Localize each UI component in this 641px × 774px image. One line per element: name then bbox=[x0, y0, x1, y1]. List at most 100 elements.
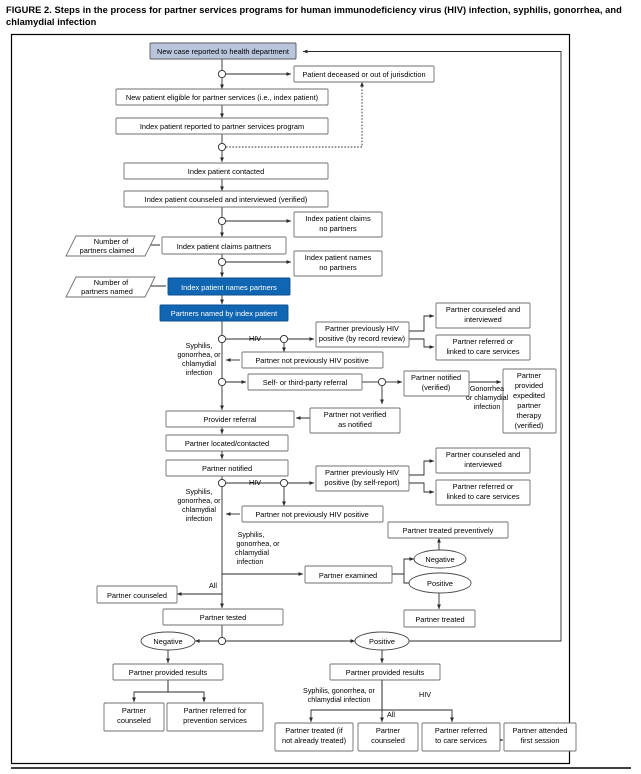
box-partner-counseled-interviewed-1[interactable] bbox=[435, 302, 531, 329]
box-partner-treated-label: Partner treated bbox=[415, 615, 464, 624]
box-partner-referred-care-pos[interactable] bbox=[421, 722, 501, 752]
box-partner-not-prev-hiv-2[interactable] bbox=[241, 505, 384, 523]
box-partner-provided-results-pos[interactable] bbox=[329, 663, 441, 681]
box-partner-counseled-interviewed-2[interactable] bbox=[435, 447, 531, 474]
box-partner-referred-prevention-line1: Partner referred for bbox=[184, 706, 247, 715]
connectors bbox=[131, 49, 562, 742]
edge-label-hiv-2: HIV bbox=[249, 478, 261, 487]
box-provider-referral[interactable] bbox=[165, 410, 295, 428]
box-index-claims-no-partners[interactable] bbox=[293, 211, 383, 238]
ellipse-test-negative-label: Negative bbox=[153, 637, 182, 646]
ellipse-test-positive-label: Positive bbox=[369, 637, 395, 646]
box-partner-provided-results-neg[interactable] bbox=[112, 663, 224, 681]
box-partner-not-prev-hiv-1[interactable] bbox=[241, 351, 384, 369]
box-partner-not-verified-notified-line2: as notified bbox=[338, 420, 372, 429]
box-partner-referred-prevention[interactable] bbox=[166, 702, 264, 732]
edge-label-sgc-1-line2: gonorrhea, or bbox=[177, 350, 221, 359]
box-partner-not-verified-notified-line1: Partner not verified bbox=[324, 410, 386, 419]
parallelogram-number-partners-claimed-line2: partners claimed bbox=[80, 246, 135, 255]
edge-label-sgc-2-line2: gonorrhea, or bbox=[177, 496, 221, 505]
box-self-third-party-referral-label: Self- or third-party referral bbox=[263, 378, 348, 387]
box-self-third-party-referral[interactable] bbox=[247, 373, 363, 391]
box-partner-prev-hiv-record-review[interactable] bbox=[315, 321, 410, 348]
box-new-case-reported-label: New case reported to health department bbox=[157, 47, 289, 56]
box-partner-referred-care-2-line2: linked to care services bbox=[446, 492, 519, 501]
edge-label-gc-line1: Gonorrhea bbox=[470, 384, 504, 393]
box-partner-prev-hiv-self-report[interactable] bbox=[315, 465, 410, 492]
edge-label-sgc-4-line2: chlamydial infection bbox=[308, 695, 371, 704]
box-partner-treated-preventively[interactable] bbox=[387, 521, 509, 539]
box-expedited-partner-therapy-line5: therapy bbox=[517, 411, 542, 420]
box-index-counseled-interviewed-label: Index patient counseled and interviewed … bbox=[145, 195, 308, 204]
parallelogram-number-partners-claimed[interactable] bbox=[65, 235, 156, 257]
box-partner-counseled-all[interactable] bbox=[96, 585, 178, 604]
box-partner-referred-care-pos-line2: to care services bbox=[435, 736, 487, 745]
box-partner-located-contacted-label: Partner located/contacted bbox=[185, 439, 269, 448]
ellipse-test-negative[interactable] bbox=[140, 631, 196, 651]
box-expedited-partner-therapy-line2: provided bbox=[515, 381, 543, 390]
box-partner-notified[interactable] bbox=[165, 459, 289, 477]
box-new-patient-eligible-label: New patient eligible for partner service… bbox=[126, 93, 318, 102]
box-partner-counseled-pos[interactable] bbox=[357, 722, 419, 752]
ellipse-exam-negative[interactable] bbox=[413, 549, 467, 569]
box-partner-referred-care-2[interactable] bbox=[435, 479, 531, 506]
box-patient-deceased[interactable] bbox=[293, 65, 435, 83]
box-new-patient-eligible[interactable] bbox=[115, 88, 329, 106]
box-partner-treated[interactable] bbox=[403, 609, 476, 628]
edge-label-sgc-2-line1: Syphilis, bbox=[186, 487, 213, 496]
parallelogram-number-partners-named-line2: partners named bbox=[81, 287, 133, 296]
box-partner-prev-hiv-record-review-line2: positive (by record review) bbox=[319, 334, 405, 343]
box-partner-prev-hiv-self-report-line1: Partner previously HIV bbox=[325, 468, 399, 477]
box-partners-named-by-index[interactable] bbox=[159, 304, 289, 322]
box-partner-notified-label: Partner notified bbox=[202, 464, 252, 473]
box-index-names-partners-label: Index patient names partners bbox=[181, 283, 277, 292]
box-expedited-partner-therapy-line6: (verified) bbox=[515, 421, 544, 430]
box-index-names-partners[interactable] bbox=[167, 277, 291, 296]
box-partner-notified-verified[interactable] bbox=[403, 370, 470, 397]
box-index-claims-partners[interactable] bbox=[161, 236, 287, 255]
box-partner-referred-care-1-line1: Partner referred or bbox=[453, 337, 514, 346]
box-index-names-no-partners-line1: Index patient names bbox=[305, 253, 372, 262]
box-partner-not-verified-notified[interactable] bbox=[309, 407, 401, 434]
edge-label-sgc-2-line4: infection bbox=[186, 514, 213, 523]
box-partner-treated-if-not-already-line2: not already treated) bbox=[282, 736, 346, 745]
box-partner-located-contacted[interactable] bbox=[165, 434, 289, 452]
ellipse-exam-negative-label: Negative bbox=[425, 555, 454, 564]
edge-label-sgc-3-line4: infection bbox=[237, 557, 264, 566]
edge-label-gc-line2: or chlamydial bbox=[466, 393, 509, 402]
ellipse-test-positive[interactable] bbox=[354, 631, 410, 651]
box-partner-counseled-neg-line2: counseled bbox=[117, 716, 151, 725]
box-expedited-partner-therapy-line4: partner bbox=[517, 401, 541, 410]
box-partner-counseled-neg[interactable] bbox=[103, 702, 165, 732]
edge-label-sgc-3-line1: Syphilis, bbox=[238, 530, 265, 539]
box-partner-examined[interactable] bbox=[304, 565, 393, 584]
box-index-patient-contacted[interactable] bbox=[123, 162, 329, 180]
edge-label-sgc-1-line3: chlamydial bbox=[182, 359, 216, 368]
box-partner-treated-if-not-already[interactable] bbox=[274, 722, 354, 752]
box-index-patient-contacted-label: Index patient contacted bbox=[188, 167, 264, 176]
box-index-counseled-interviewed[interactable] bbox=[123, 190, 329, 208]
box-index-reported-program[interactable] bbox=[115, 117, 329, 135]
box-partner-treated-preventively-label: Partner treated preventively bbox=[403, 526, 494, 535]
box-partner-counseled-neg-line1: Partner bbox=[122, 706, 147, 715]
edge-label-gc-line3: infection bbox=[474, 402, 501, 411]
figure-border bbox=[10, 33, 571, 765]
box-partner-not-prev-hiv-2-label: Partner not previously HIV positive bbox=[255, 510, 368, 519]
box-index-names-no-partners[interactable] bbox=[293, 250, 383, 277]
box-partner-referred-prevention-line2: prevention services bbox=[183, 716, 247, 725]
box-partner-attended-first-session[interactable] bbox=[503, 722, 577, 752]
box-partner-prev-hiv-self-report-line2: positive (by self-report) bbox=[324, 478, 399, 487]
parallelogram-number-partners-named[interactable] bbox=[65, 276, 156, 298]
box-partner-treated-if-not-already-line1: Partner treated (if bbox=[285, 726, 343, 735]
box-partner-provided-results-pos-label: Partner provided results bbox=[346, 668, 425, 677]
box-expedited-partner-therapy[interactable] bbox=[502, 368, 557, 434]
box-index-claims-no-partners-line1: Index patient claims bbox=[305, 214, 371, 223]
box-partner-referred-care-1-line2: linked to care services bbox=[446, 347, 519, 356]
box-expedited-partner-therapy-line1: Partner bbox=[517, 371, 542, 380]
edge-label-sgc-3-line3: chlamydial bbox=[235, 548, 269, 557]
ellipse-exam-positive[interactable] bbox=[408, 572, 472, 594]
box-partner-referred-care-1[interactable] bbox=[435, 334, 531, 361]
box-partner-tested[interactable] bbox=[162, 608, 284, 626]
box-new-case-reported[interactable] bbox=[149, 42, 297, 60]
